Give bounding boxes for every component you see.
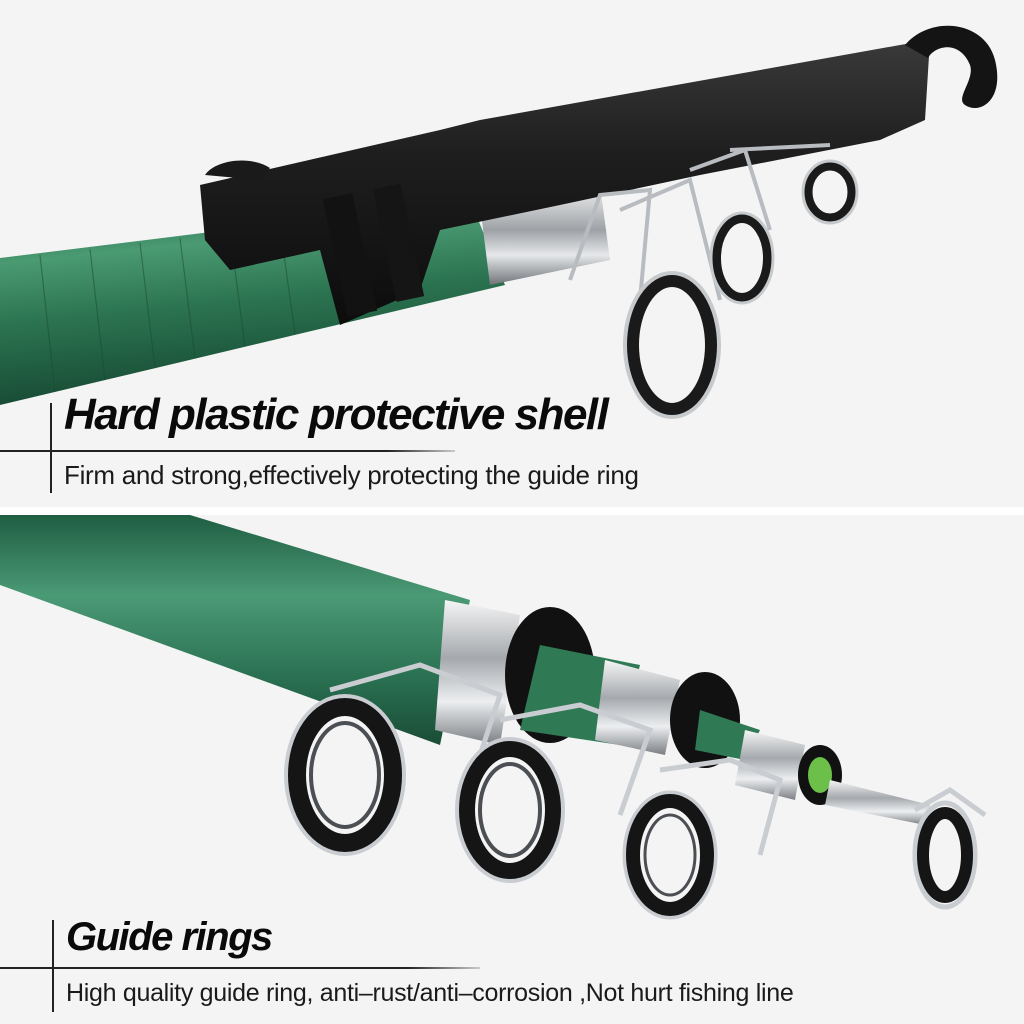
title-underline-divider [0,450,455,452]
section-title-guide-rings: Guide rings [66,915,273,959]
section-subtitle-guide-rings: High quality guide ring, anti–rust/anti–… [66,979,794,1007]
title-underline-divider [0,967,480,969]
guide-rings-icon [0,515,987,920]
section-title-shell: Hard plastic protective shell [64,390,609,439]
title-vertical-divider [50,403,52,493]
feature-panel-guide-rings: Guide rings High quality guide ring, ant… [0,515,1024,1024]
section-subtitle-shell: Firm and strong,effectively protecting t… [64,460,639,490]
telescopic-rod-shell-icon [0,25,998,419]
title-vertical-divider [52,920,54,1012]
feature-panel-shell: Hard plastic protective shell Firm and s… [0,0,1024,507]
